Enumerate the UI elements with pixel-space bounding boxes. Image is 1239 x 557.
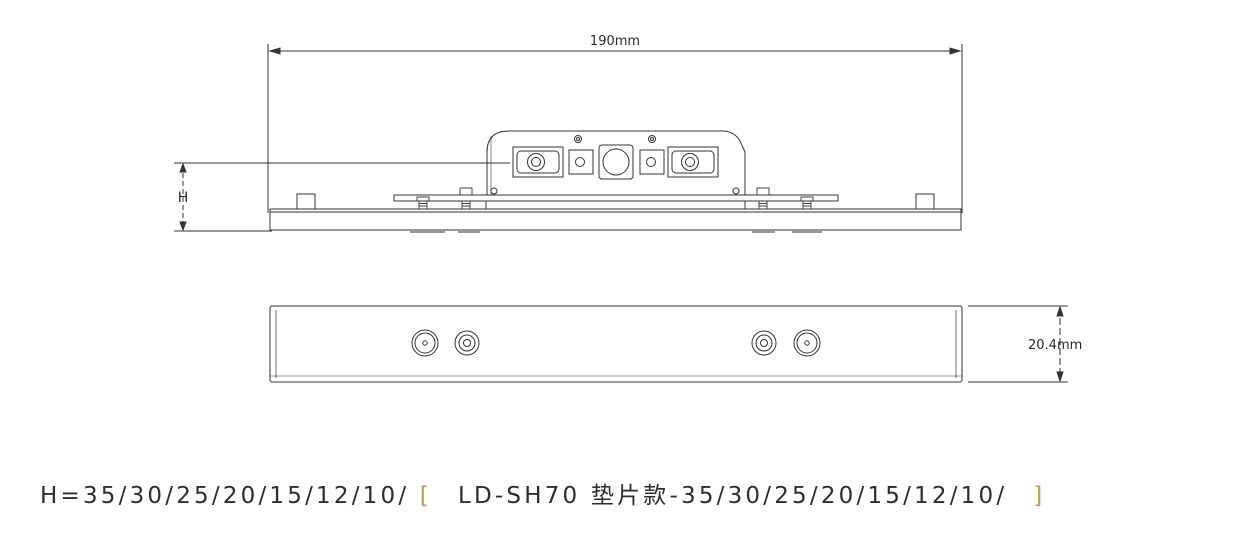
close-bracket: ] — [1033, 483, 1046, 509]
front-view — [269, 130, 962, 233]
width-dimension — [267, 44, 963, 213]
width-label: 190mm — [590, 34, 640, 49]
depth-dimension — [968, 305, 1068, 383]
height-dimension — [174, 162, 510, 232]
open-bracket: [ — [419, 483, 432, 509]
depth-label: 20.4mm — [1028, 338, 1082, 353]
height-options: H=35/30/25/20/15/12/10/ — [40, 483, 410, 509]
top-view — [269, 305, 963, 383]
height-label: H — [178, 190, 189, 206]
spec-caption: H=35/30/25/20/15/12/10/ [ LD-SH70 垫片款-35/… — [40, 476, 1045, 510]
model-spec: LD-SH70 垫片款-35/30/25/20/15/12/10/ — [457, 483, 1008, 509]
